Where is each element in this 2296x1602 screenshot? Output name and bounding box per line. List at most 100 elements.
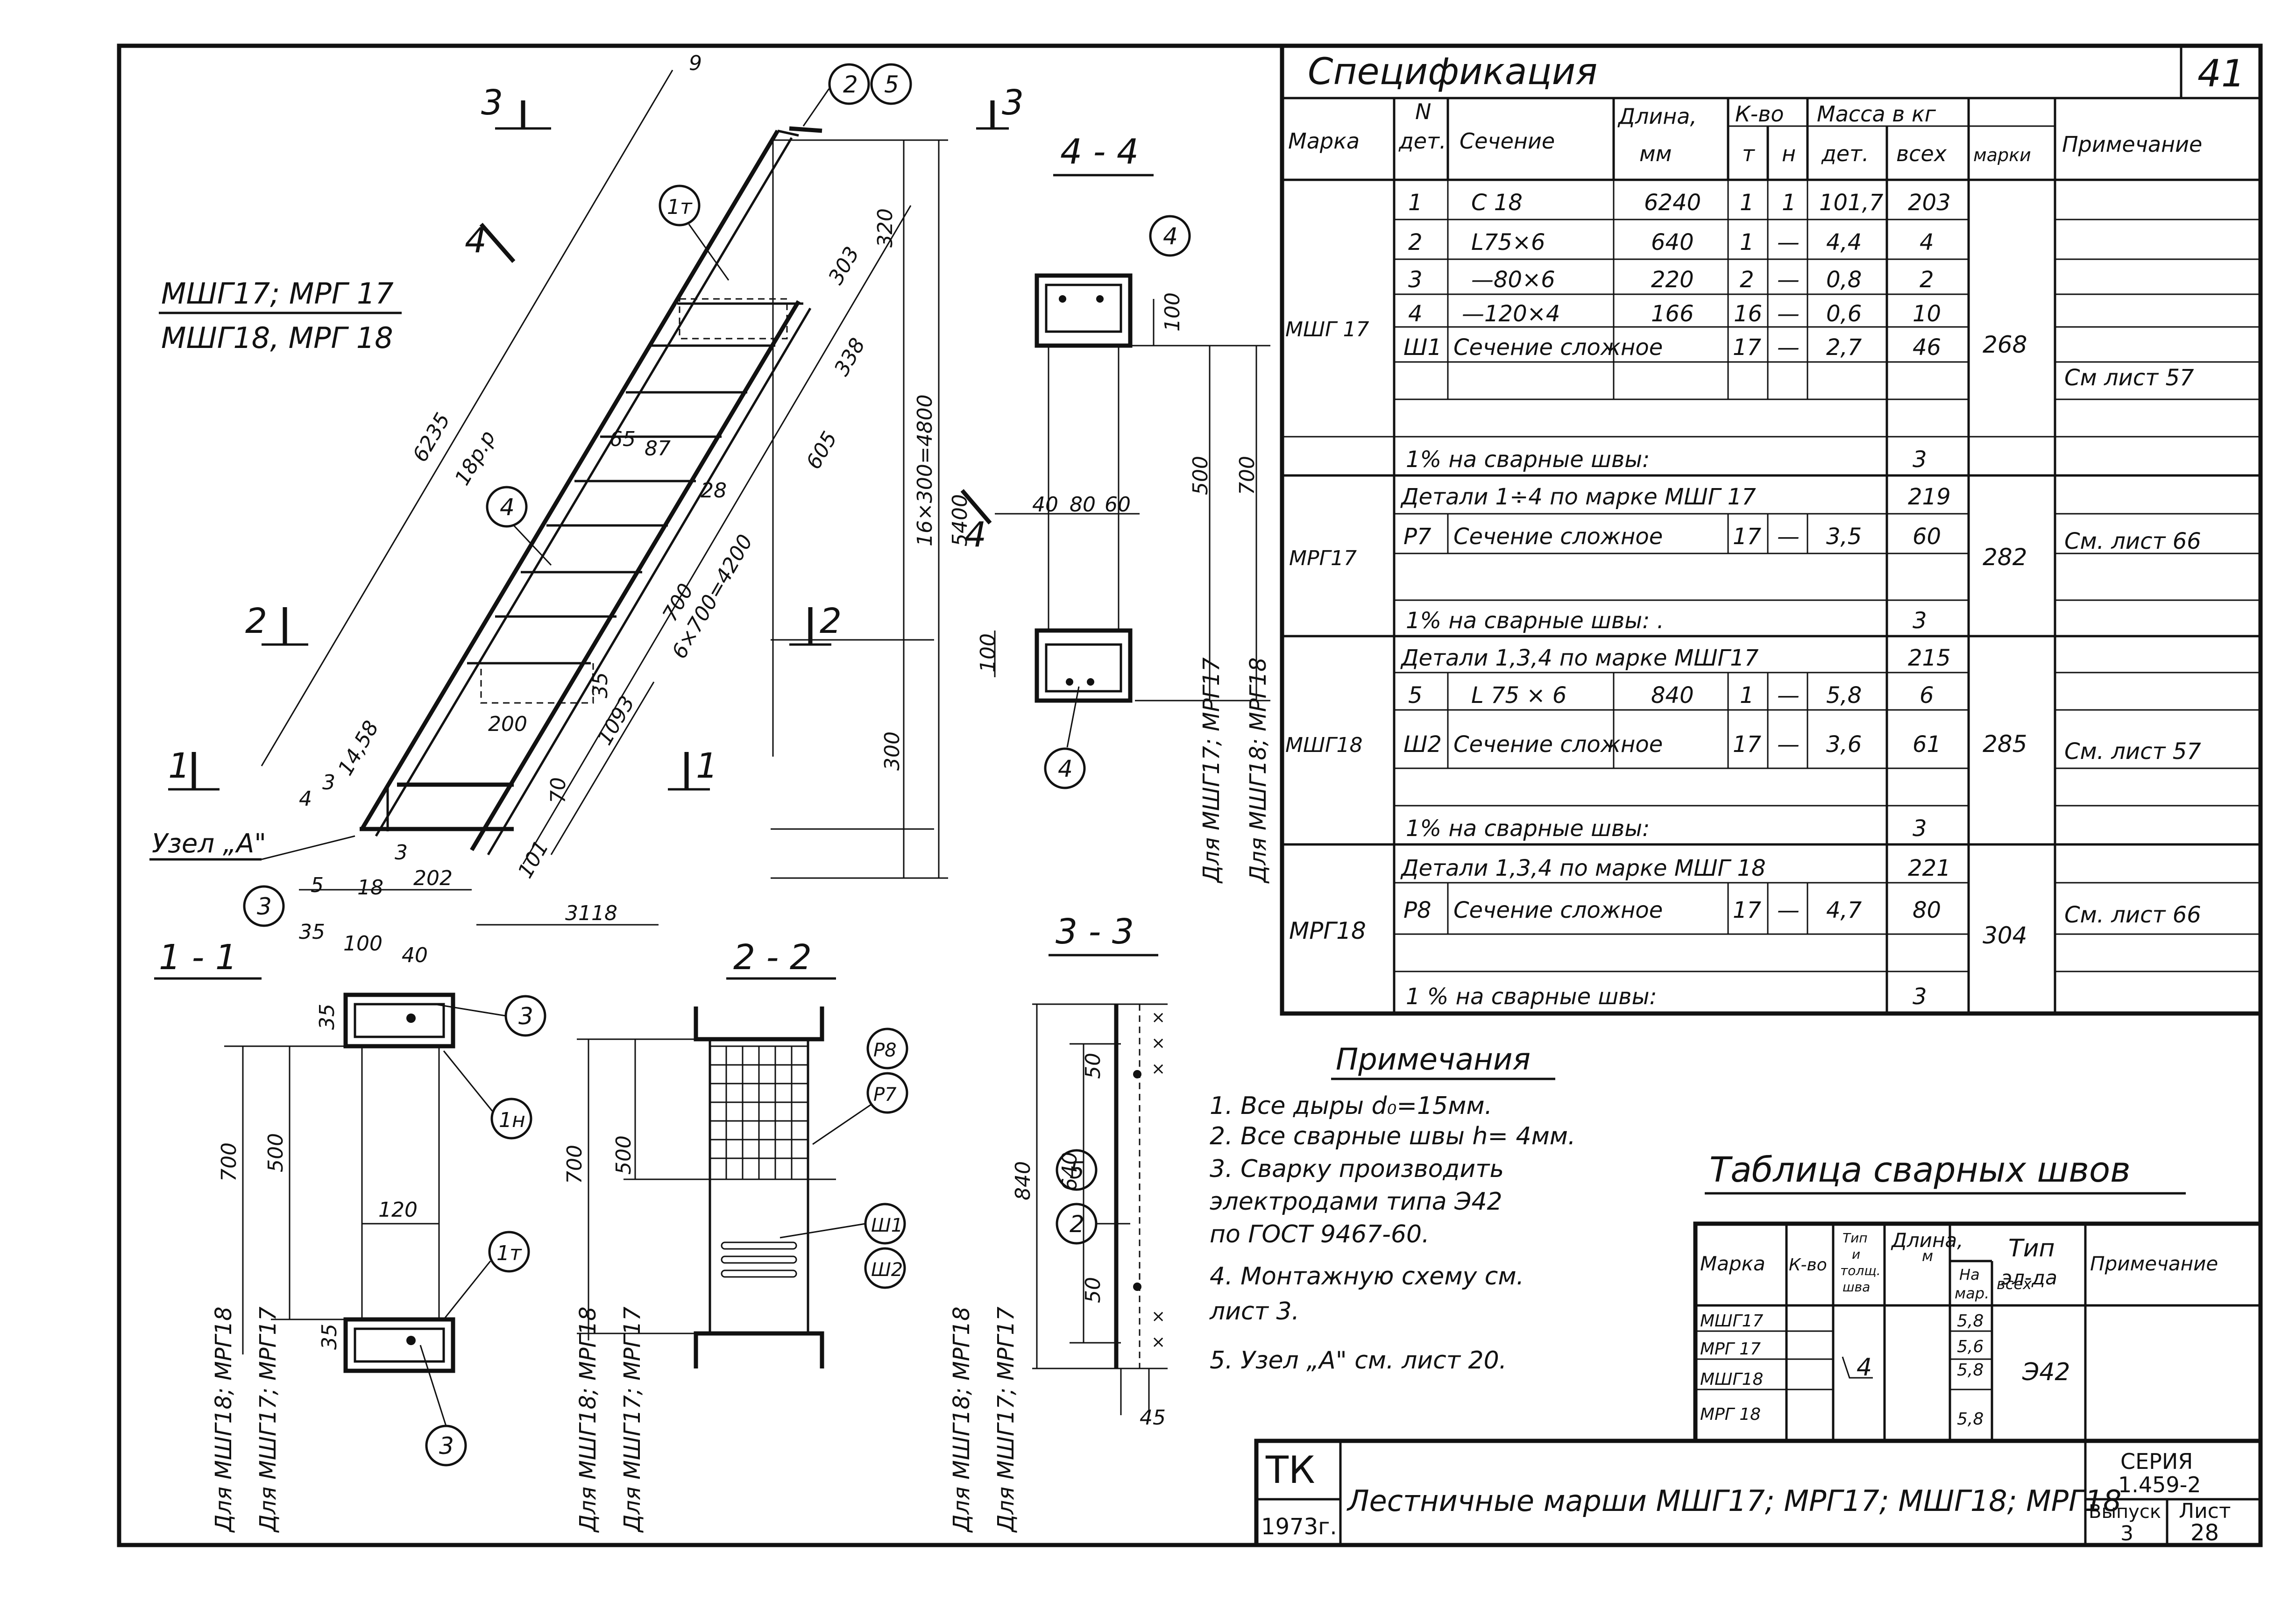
group-mark-mrg17: МРГ17 <box>1289 546 1357 570</box>
weld-head-qty: К-во <box>1789 1255 1827 1275</box>
section-1-1: 1 - 1 35 700 500 120 35 Для МШГ18; МРГ18… <box>154 937 546 1533</box>
node-a-label: Узел „А" <box>152 829 266 859</box>
section-1-label-right: 1 <box>696 746 718 786</box>
spec-row-length: 6240 <box>1644 190 1701 216</box>
note-line: 1. Все дыры d₀=15мм. <box>1210 1092 1492 1120</box>
dim-text: 35 <box>299 920 325 944</box>
spec-row-span: 1% на сварные швы: <box>1406 815 1650 842</box>
spec-row-n: 4 <box>1408 301 1423 327</box>
dim-text: 16×300=4800 <box>913 394 937 546</box>
s11-for-2: Для МШГ17; МРГ17 <box>255 1306 281 1533</box>
note-line: по ГОСТ 9467-60. <box>1210 1220 1430 1248</box>
group-mass-mshg17: 268 <box>1983 331 2027 358</box>
dim-text: 5400 <box>948 494 972 546</box>
spec-head-ndet: дет. <box>1398 128 1446 154</box>
section-4-4: 4 - 4 100 40 80 60 500 700 <box>976 132 1271 884</box>
dim-text: 40 <box>402 943 428 967</box>
spec-head-section: Сечение <box>1460 128 1555 154</box>
drawing-title: Лестничные марши МШГ17; МРГ17; МШГ18; МР… <box>1346 1484 2122 1518</box>
weld-type-value: 4 <box>1857 1354 1872 1382</box>
issue-number: 3 <box>2120 1522 2133 1545</box>
weld-head-el1: Тип <box>2008 1234 2055 1262</box>
spec-row-n: 3 <box>1408 267 1423 293</box>
weld-x: × <box>1151 1333 1165 1352</box>
spec-row-n: Р7 <box>1403 524 1431 550</box>
spec-row-mdet: 4,4 <box>1826 229 1862 255</box>
dim-text: 6235 <box>408 409 455 466</box>
section-1-label-left: 1 <box>168 746 190 786</box>
dim-text: 3 <box>395 841 408 865</box>
spec-row-mdet: 3,5 <box>1826 524 1862 550</box>
bubble-3-s11-top-text: 3 <box>518 1003 533 1030</box>
s44-dim: 700 <box>1235 456 1259 495</box>
s22-dim: 500 <box>612 1135 636 1175</box>
bubble-1t: 1т <box>659 184 701 227</box>
weld-row-len: 5,8 <box>1957 1361 1984 1380</box>
note-line: 5. Узел „А" см. лист 20. <box>1210 1347 1507 1375</box>
spec-row-mall: 215 <box>1908 645 1951 671</box>
spec-row-section: L 75 × 6 <box>1471 682 1566 709</box>
weld-x: × <box>1151 1034 1165 1053</box>
group-mass-mrg17: 282 <box>1983 544 2027 571</box>
bubble-4-s44-top: 4 <box>1149 215 1191 257</box>
bubble-p7: Р7 <box>866 1072 908 1114</box>
section-2-2: 2 - 2 <box>563 937 908 1533</box>
s33-dim: 840 <box>1011 1161 1035 1200</box>
bubble-5-s33: 5 <box>1056 1149 1098 1191</box>
spec-row-mdet: 0,6 <box>1826 301 1862 327</box>
spec-row-length: 220 <box>1651 267 1694 293</box>
bubble-2-s33-text: 2 <box>1070 1211 1084 1238</box>
s44-dim: 100 <box>1161 292 1184 332</box>
weld-head-note: Примечание <box>2090 1252 2218 1275</box>
spec-head-length: Длина, <box>1617 104 1697 129</box>
spec-row-t: 2 <box>1740 267 1754 293</box>
dim-text: 4 <box>299 787 312 811</box>
group-mark-mshg18: МШГ18 <box>1285 733 1363 757</box>
spec-row-mall: 80 <box>1913 897 1941 923</box>
group-mark-mshg17: МШГ 17 <box>1285 318 1369 341</box>
dim-text: 65 <box>609 427 636 451</box>
bubble-3-s11-top: 3 <box>504 995 546 1037</box>
section-marker-1-right: 1 <box>668 746 718 791</box>
spec-row-t: 17 <box>1733 524 1762 550</box>
section-marker-4-top: 4 <box>465 220 516 263</box>
dim-text: 320 <box>873 208 897 248</box>
spec-row-h: — <box>1777 267 1800 293</box>
weld-head-len-mark1: На <box>1959 1266 1980 1283</box>
spec-row-section: —120×4 <box>1462 301 1560 327</box>
spec-row-mdet: 5,8 <box>1826 682 1862 709</box>
spec-row-section: Сечение сложное <box>1453 334 1663 361</box>
bubble-4-s44-top-text: 4 <box>1163 223 1178 250</box>
year-label: 1973г. <box>1261 1514 1337 1540</box>
spec-row-mall: 61 <box>1913 731 1941 758</box>
bubble-1t-s11: 1т <box>488 1231 530 1273</box>
section-3-3-title: 3 - 3 <box>1056 912 1134 952</box>
spec-row-t: 17 <box>1733 334 1762 361</box>
group-mass-mshg18: 285 <box>1983 730 2027 758</box>
spec-row-section: Сечение сложное <box>1453 524 1663 550</box>
marks-label-top: МШГ17; МРГ 17 <box>161 276 394 311</box>
dim-text: 87 <box>645 437 671 461</box>
dim-text: 1093 <box>593 692 639 749</box>
bubble-1t-text: 1т <box>667 195 693 219</box>
spec-head-mass-mark: марки <box>1973 145 2031 165</box>
dim-text: 70 <box>546 777 570 803</box>
spec-row-note: См. лист 66 <box>2064 528 2201 554</box>
weld-row-mark: МШГ17 <box>1700 1311 1764 1331</box>
spec-row-length: 166 <box>1651 301 1694 327</box>
weld-head-len-mark2: мар. <box>1955 1284 1989 1302</box>
specification-table: Спецификация 41 Марка N дет. Сечение Дли… <box>1280 43 2263 1016</box>
bubble-sh2-text: Ш2 <box>871 1259 903 1281</box>
weld-row-len: 5,6 <box>1957 1337 1984 1356</box>
section-4-label-bottom: 4 <box>964 515 986 555</box>
spec-head-marka: Марка <box>1288 128 1360 154</box>
section-2-2-title: 2 - 2 <box>733 937 812 978</box>
section-marker-3-left: 3 <box>481 83 551 130</box>
section-4-label-top: 4 <box>465 220 487 261</box>
dim-text: 605 <box>802 427 842 473</box>
bubble-1t-s11-text: 1т <box>496 1241 522 1265</box>
spec-row-mall: 3 <box>1913 815 1927 842</box>
weld-type-symbol: 4 <box>1842 1354 1873 1382</box>
weld-row-mark: МРГ 18 <box>1700 1405 1761 1424</box>
